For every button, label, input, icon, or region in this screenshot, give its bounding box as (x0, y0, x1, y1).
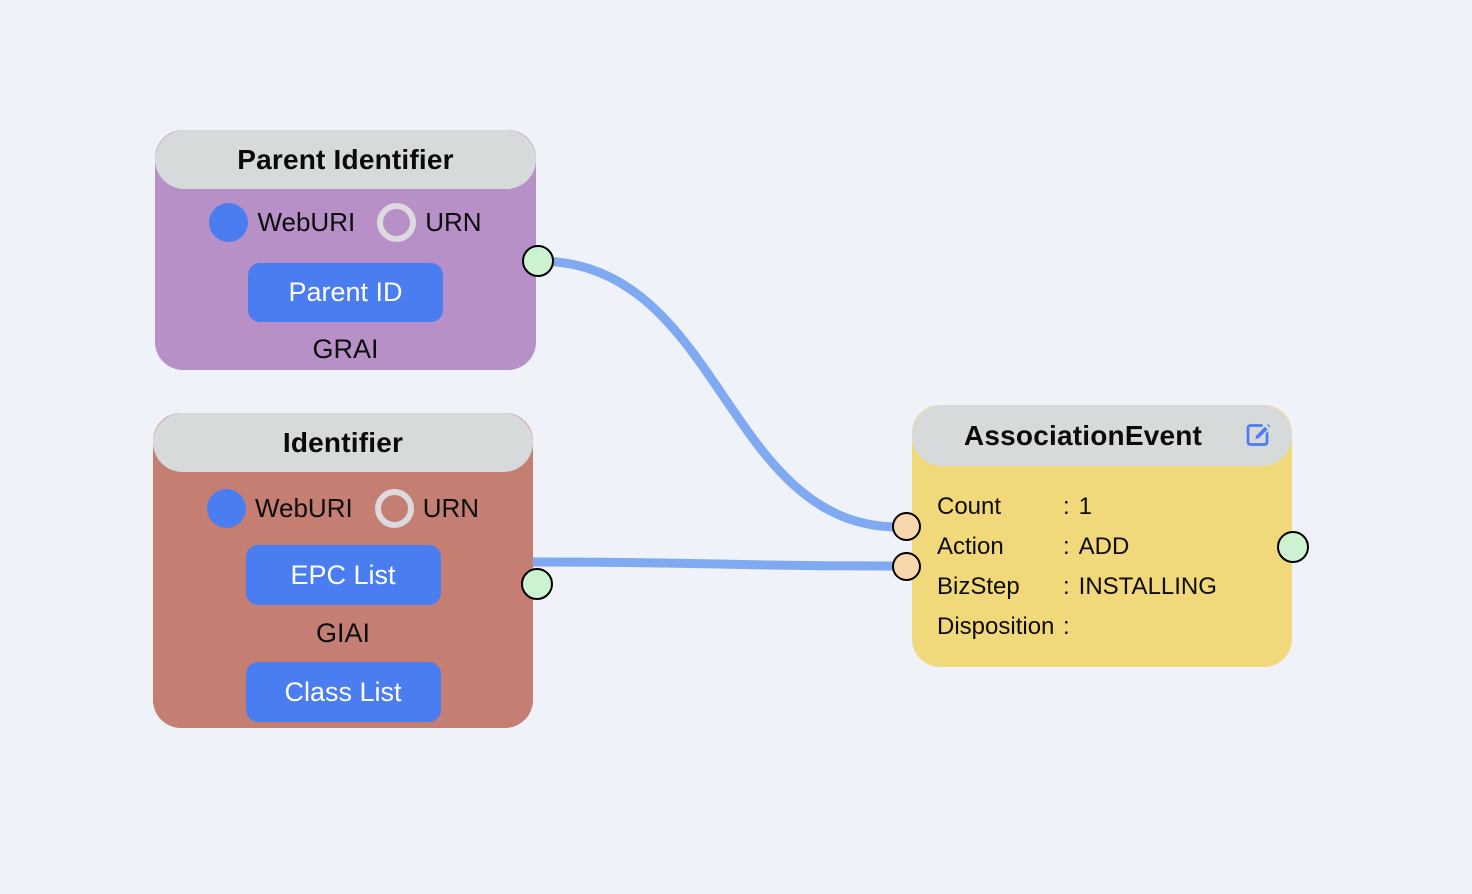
handle-parent-identifier-source[interactable] (522, 245, 554, 277)
event-field-list: Count:1 Action:ADD BizStep:INSTALLING Di… (912, 466, 1292, 647)
field-separator: : (1063, 573, 1070, 600)
handle-association-event-target-epc[interactable] (892, 552, 921, 581)
event-field-row-count: Count:1 (937, 487, 1282, 527)
weburi-radio-label[interactable]: WebURI (257, 206, 356, 237)
field-value: INSTALLING (1078, 573, 1217, 600)
edit-icon (1241, 422, 1275, 455)
urn-radio-label[interactable]: URN (422, 492, 480, 523)
node-parent-identifier-header: Parent Identifier (155, 130, 536, 189)
class-list-button[interactable]: Class List (245, 662, 441, 722)
handle-association-event-source[interactable] (1277, 531, 1309, 563)
handle-identifier-source[interactable] (521, 568, 553, 600)
edge-parent-identifier-to-association-event[interactable] (533, 256, 904, 532)
field-value: 1 (1078, 493, 1093, 520)
node-parent-identifier[interactable]: Parent Identifier WebURI URN Parent ID G… (155, 130, 536, 370)
node-identifier[interactable]: Identifier WebURI URN EPC List GIAI Clas… (153, 413, 533, 728)
epc-list-button[interactable]: EPC List (245, 545, 441, 605)
field-label: Disposition (937, 613, 1055, 640)
identifier-scheme-label: GIAI (315, 618, 370, 648)
identifier-scheme-label: GRAI (312, 334, 379, 364)
node-association-event[interactable]: AssociationEvent Count:1 Action:ADD Bi (912, 405, 1292, 667)
urn-radio-unselected[interactable] (374, 488, 414, 528)
field-label: BizStep (937, 573, 1020, 600)
node-title: Parent Identifier (237, 143, 454, 175)
event-field-row-disposition: Disposition: (937, 607, 1282, 647)
urn-radio-label[interactable]: URN (425, 206, 482, 237)
field-separator: : (1063, 533, 1070, 560)
weburi-radio-label[interactable]: WebURI (254, 492, 353, 523)
field-label: Count (937, 493, 1002, 520)
uri-format-radio-group: WebURI URN (153, 488, 533, 528)
uri-format-radio-group: WebURI URN (155, 202, 536, 242)
edge-identifier-to-association-event[interactable] (526, 557, 904, 571)
node-identifier-header: Identifier (153, 413, 533, 472)
weburi-radio-selected[interactable] (209, 202, 249, 242)
field-label: Action (937, 533, 1004, 560)
event-field-row-bizstep: BizStep: INSTALLING (937, 567, 1282, 607)
node-title: Identifier (282, 426, 404, 458)
urn-radio-unselected[interactable] (377, 202, 417, 242)
event-field-row-action: Action: ADD (937, 527, 1282, 567)
handle-association-event-target-parent[interactable] (892, 512, 921, 541)
field-value: ADD (1078, 533, 1130, 560)
node-title: AssociationEvent (963, 419, 1203, 451)
parent-id-button[interactable]: Parent ID (248, 263, 443, 322)
field-separator: : (1063, 613, 1070, 640)
node-association-event-header: AssociationEvent (912, 405, 1292, 466)
field-separator: : (1063, 493, 1070, 520)
weburi-radio-selected[interactable] (206, 488, 246, 528)
edit-event-button[interactable] (1241, 418, 1275, 452)
